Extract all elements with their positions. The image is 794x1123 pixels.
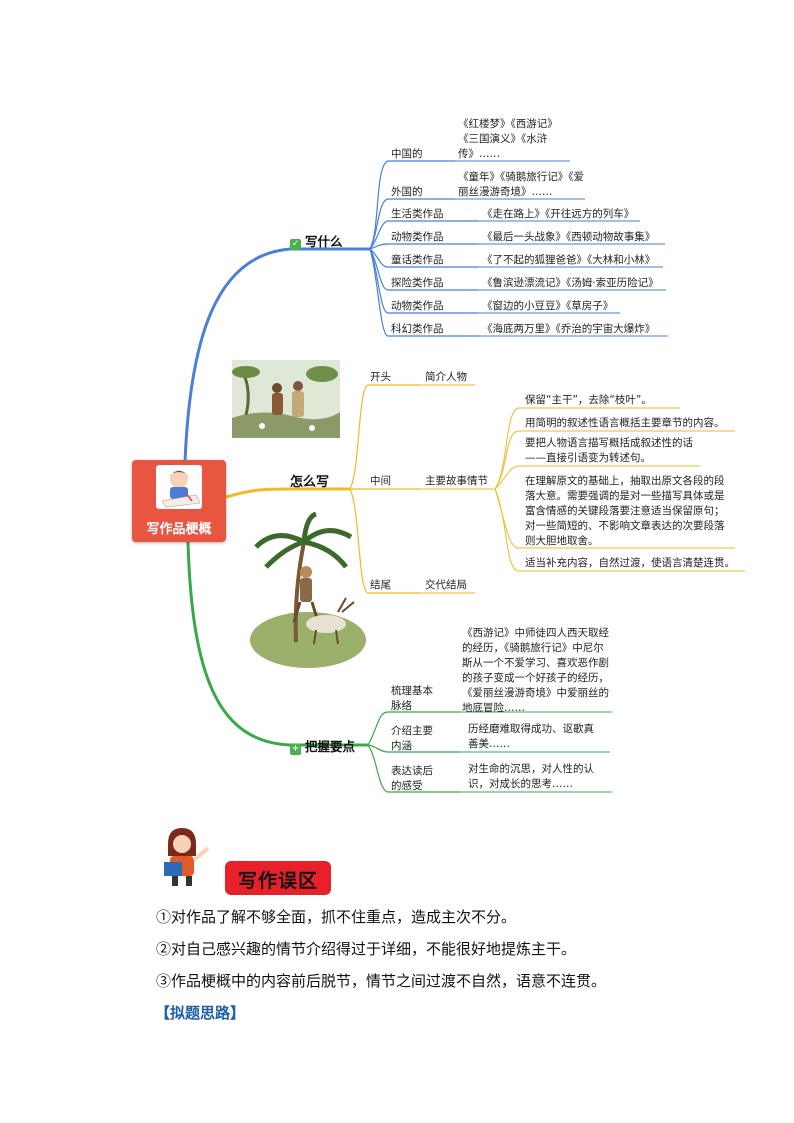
works-text: 《童年》《骑鹅旅行记》《爱丽丝漫游奇境》…… [458, 171, 584, 198]
child-writing-icon [156, 465, 202, 509]
center-node: 写作品梗概 [132, 460, 226, 542]
category-label: 生活类作品 [391, 208, 444, 220]
works-text: 《鲁滨逊漂流记》《汤姆·索亚历险记》 [482, 277, 659, 289]
castaway-illustration [232, 360, 340, 438]
tip-text: 在理解原文的基础上，抽取出原文各段的段落大意。需要强调的是对一些描写具体或是富含… [525, 475, 725, 547]
key-text: 历经磨难取得成功、讴歌真善美…… [468, 723, 594, 750]
category-label: 童话类作品 [391, 254, 444, 266]
works-text: 《海底两万里》《乔治的宇宙大爆炸》 [482, 323, 656, 335]
branch-what: ✓写什么 [290, 234, 343, 250]
how-start-value: 简介人物 [425, 371, 467, 383]
tip-text: 要把人物语言描写概括成叙述性的话——直接引语变为转述句。 [525, 437, 693, 464]
works-text: 《窗边的小豆豆》《草房子》 [482, 300, 614, 312]
section-heading: 【拟题思路】 [155, 1004, 246, 1022]
works-text: 《走在路上》《开往远方的列车》 [482, 208, 635, 220]
check-icon: ✓ [290, 239, 301, 250]
teacher-icon [160, 826, 216, 888]
adventurer-illustration [246, 511, 368, 670]
mistake-item: ①对作品了解不够全面，抓不住重点，造成主次不分。 [156, 908, 517, 926]
works-text: 《了不起的狐狸爸爸》《大林和小林》 [482, 254, 656, 266]
mistakes-title: 写作误区 [237, 870, 318, 892]
key-text: 对生命的沉思，对人性的认识，对成长的思考…… [468, 763, 594, 790]
category-label: 科幻类作品 [391, 323, 444, 335]
key-category: 表达读后的感受 [391, 765, 433, 792]
mistake-item: ③作品梗概中的内容前后脱节，情节之间过渡不自然，语意不连贯。 [156, 972, 607, 990]
branch-key: +把握要点 [290, 739, 356, 755]
category-label: 动物类作品 [391, 300, 444, 312]
works-text: 《红楼梦》《西游记》《三国演义》《水浒传》…… [458, 118, 558, 160]
category-label: 动物类作品 [391, 231, 444, 243]
center-label: 写作品梗概 [146, 522, 212, 537]
how-middle-label: 中间 [370, 475, 391, 487]
tip-text: 适当补充内容，自然过渡，使语言清楚连贯。 [525, 557, 735, 569]
works-text: 《最后一头战象》《西顿动物故事集》 [482, 231, 656, 243]
branch-how: 怎么写 [290, 475, 330, 490]
how-end-value: 交代结局 [425, 579, 467, 591]
plus-icon: + [290, 744, 301, 755]
key-category: 梳理基本脉络 [391, 685, 433, 712]
how-start-label: 开头 [370, 371, 391, 383]
how-end-label: 结尾 [370, 579, 391, 591]
mistake-item: ②对自己感兴趣的情节介绍得过于详细，不能很好地提炼主干。 [156, 940, 577, 958]
category-label: 外国的 [391, 186, 423, 198]
how-middle-value: 主要故事情节 [425, 475, 488, 487]
key-category: 介绍主要内涵 [391, 725, 433, 752]
category-label: 探险类作品 [391, 277, 444, 289]
category-label: 中国的 [391, 148, 423, 160]
key-text: 《西游记》中师徒四人西天取经的经历，《骑鹅旅行记》中尼尔斯从一个不爱学习、喜欢恶… [462, 627, 609, 714]
mistakes-banner: 写作误区 [225, 861, 331, 895]
tip-text: 保留“主干”，去除“枝叶”。 [525, 394, 652, 406]
tip-text: 用简明的叙述性语言概括主要章节的内容。 [525, 417, 725, 429]
